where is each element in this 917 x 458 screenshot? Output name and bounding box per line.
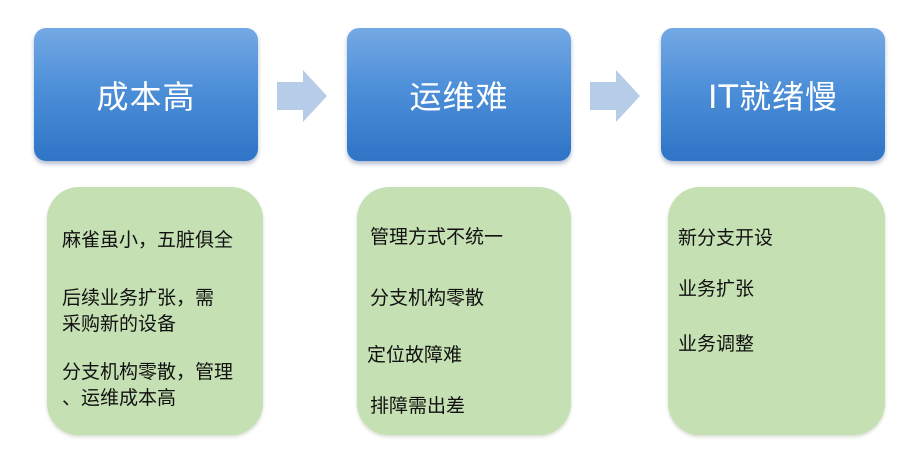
list-item-line: 、运维成本高: [62, 387, 177, 409]
header-ops-label: 运维难: [409, 77, 509, 116]
arrow-right-icon: [590, 70, 640, 122]
list-item-line: 新分支开设: [678, 227, 774, 249]
list-item: 分支机构零散，管理 、运维成本高: [62, 359, 233, 411]
list-item: 定位故障难: [367, 342, 462, 368]
card-ops-details: 管理方式不统一 分支机构零散 定位故障难 排障需出差: [357, 187, 571, 435]
list-item-line: 分支机构零散: [370, 287, 485, 309]
list-item-line: 麻雀虽小，五脏俱全: [62, 229, 234, 251]
header-cost: 成本高: [34, 28, 258, 161]
list-item-line: 管理方式不统一: [370, 226, 504, 248]
list-item: 新分支开设: [678, 225, 773, 251]
card-cost-details: 麻雀虽小，五脏俱全 后续业务扩张，需 采购新的设备 分支机构零散，管理 、运维成…: [47, 187, 263, 435]
list-item: 排障需出差: [370, 393, 465, 419]
header-ops: 运维难: [347, 28, 571, 161]
header-it-readiness: IT就绪慢: [661, 28, 885, 161]
list-item-line: 定位故障难: [367, 344, 463, 366]
list-item: 分支机构零散: [370, 285, 484, 311]
header-it-readiness-label: IT就绪慢: [708, 77, 838, 116]
header-cost-label: 成本高: [96, 77, 196, 116]
list-item-line: 业务扩张: [678, 278, 755, 300]
list-item: 业务调整: [678, 331, 754, 357]
list-item: 管理方式不统一: [370, 224, 503, 250]
list-item-line: 后续业务扩张，需: [62, 287, 215, 309]
list-item: 后续业务扩张，需 采购新的设备: [62, 285, 214, 337]
list-item-line: 分支机构零散，管理: [62, 361, 234, 383]
list-item-line: 排障需出差: [370, 395, 466, 417]
card-it-readiness-details: 新分支开设 业务扩张 业务调整: [668, 187, 885, 435]
list-item: 麻雀虽小，五脏俱全: [62, 227, 233, 253]
arrow-right-icon: [277, 70, 327, 122]
list-item: 业务扩张: [678, 276, 754, 302]
list-item-line: 采购新的设备: [62, 313, 177, 335]
list-item-line: 业务调整: [678, 333, 755, 355]
